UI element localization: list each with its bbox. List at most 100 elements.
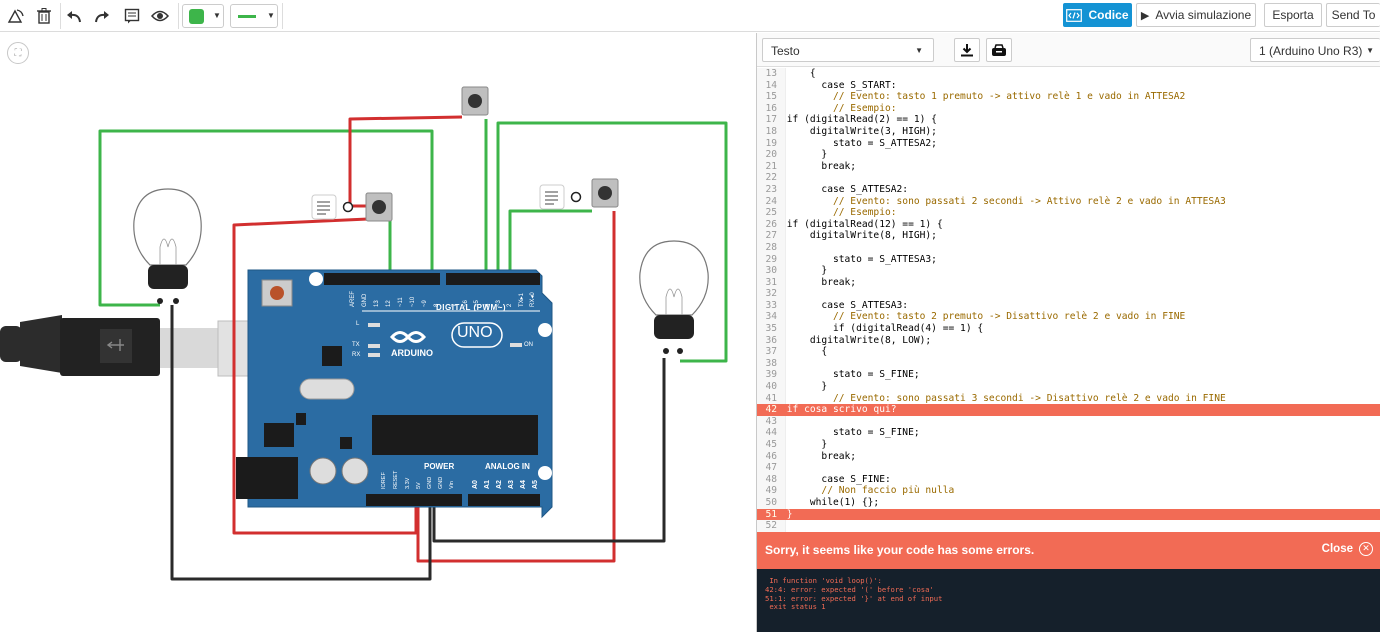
export-button[interactable]: Esporta	[1264, 3, 1322, 27]
top-toolbar: ▼ ▼ Codice ▶ Avvia simulazione Esporta S…	[0, 0, 1380, 32]
code-line[interactable]: 23 case S_ATTESA2:	[757, 184, 1380, 196]
send-to-button[interactable]: Send To	[1326, 3, 1380, 27]
arduino-uno-board[interactable]	[236, 269, 553, 519]
pin-label: ~3	[496, 300, 502, 307]
code-text: }	[781, 149, 828, 161]
rotate-icon[interactable]	[4, 4, 28, 28]
code-text	[781, 520, 787, 531]
wire-type-picker[interactable]: ▼	[230, 4, 278, 28]
code-line[interactable]: 31 break;	[757, 277, 1380, 289]
line-number: 13	[765, 68, 777, 79]
code-line[interactable]: 37 {	[757, 346, 1380, 358]
redo-icon[interactable]	[90, 4, 114, 28]
code-line[interactable]: 15 // Evento: tasto 1 premuto -> attivo …	[757, 91, 1380, 103]
line-number: 49	[765, 485, 777, 497]
board-led-on: ON	[524, 342, 533, 348]
code-line[interactable]: 39 stato = S_FINE;	[757, 369, 1380, 381]
code-line[interactable]: 43	[757, 416, 1380, 428]
code-line-error[interactable]: 51 }	[757, 508, 1380, 521]
editor-mode-value: Testo	[771, 44, 800, 58]
code-text	[781, 242, 787, 253]
wire-color-picker[interactable]: ▼	[182, 4, 224, 28]
code-line[interactable]: 36 digitalWrite(8, LOW);	[757, 335, 1380, 347]
line-number: 18	[765, 125, 777, 137]
code-line[interactable]: 48 case S_FINE:	[757, 474, 1380, 486]
code-line[interactable]: 24 // Evento: sono passati 2 secondi -> …	[757, 196, 1380, 208]
line-number: 52	[765, 520, 777, 532]
start-simulation-button[interactable]: ▶ Avvia simulazione	[1136, 3, 1256, 27]
chevron-down-icon: ▼	[1366, 46, 1374, 55]
line-number: 47	[765, 462, 777, 474]
code-line[interactable]: 34 // Evento: tasto 2 premuto -> Disatti…	[757, 311, 1380, 323]
code-line[interactable]: 21 break;	[757, 161, 1380, 173]
light-bulb-left[interactable]	[133, 188, 202, 304]
light-bulb-right[interactable]	[639, 240, 709, 354]
delete-icon[interactable]	[32, 4, 56, 28]
code-line[interactable]: 20 }	[757, 149, 1380, 161]
visibility-icon[interactable]	[148, 4, 172, 28]
code-line[interactable]: 35 if (digitalRead(4) == 1) {	[757, 323, 1380, 335]
line-number: 26	[765, 218, 777, 230]
code-line[interactable]: 38	[757, 358, 1380, 370]
code-line[interactable]: 18 digitalWrite(3, HIGH);	[757, 126, 1380, 138]
code-line[interactable]: 16 // Esempio:	[757, 103, 1380, 115]
code-line[interactable]: 26 if (digitalRead(12) == 1) {	[757, 219, 1380, 231]
line-number: 30	[765, 265, 777, 277]
code-line[interactable]: 45 }	[757, 439, 1380, 451]
code-line[interactable]: 19 stato = S_ATTESA2;	[757, 138, 1380, 150]
push-button-2[interactable]	[365, 192, 393, 222]
error-close-button[interactable]: Close ✕	[1322, 542, 1373, 556]
code-line[interactable]: 33 case S_ATTESA3:	[757, 300, 1380, 312]
chevron-down-icon: ▼	[267, 11, 275, 20]
code-line[interactable]: 50 while(1) {};	[757, 497, 1380, 509]
code-line[interactable]: 27 digitalWrite(8, HIGH);	[757, 230, 1380, 242]
code-line[interactable]: 41 // Evento: sono passati 3 secondi -> …	[757, 393, 1380, 405]
code-text: case S_ATTESA2:	[781, 183, 909, 195]
code-line[interactable]: 22	[757, 172, 1380, 184]
notes-icon[interactable]	[120, 4, 144, 28]
push-button-3[interactable]	[591, 178, 619, 208]
code-line[interactable]: 47	[757, 462, 1380, 474]
code-editor[interactable]: 13 {14 case S_START:15 // Evento: tasto …	[757, 68, 1380, 532]
notes-icon[interactable]	[539, 184, 582, 210]
editor-mode-select[interactable]: Testo ▼	[762, 38, 934, 62]
code-line[interactable]: 17 if (digitalRead(2) == 1) {	[757, 114, 1380, 126]
undo-icon[interactable]	[62, 4, 86, 28]
pin-label: A4	[520, 480, 527, 489]
code-line[interactable]: 13 {	[757, 68, 1380, 80]
code-button[interactable]: Codice	[1063, 3, 1132, 27]
pin-label: 3.3V	[405, 477, 411, 489]
code-text: if cosa scrivo qui?	[781, 404, 897, 416]
push-button-1[interactable]	[461, 86, 489, 116]
code-line[interactable]: 44 stato = S_FINE;	[757, 427, 1380, 439]
code-line[interactable]: 32	[757, 288, 1380, 300]
code-line[interactable]: 40 }	[757, 381, 1380, 393]
code-line[interactable]: 28	[757, 242, 1380, 254]
notes-icon[interactable]	[311, 194, 354, 220]
zoom-to-fit-icon[interactable]: ⛶	[7, 42, 29, 64]
board-select[interactable]: 1 (Arduino Uno R3) ▼	[1250, 38, 1380, 62]
wire-color-swatch	[189, 9, 204, 24]
circuit-canvas[interactable]: ⛶	[0, 33, 756, 632]
code-text	[781, 462, 787, 473]
code-line[interactable]: 14 case S_START:	[757, 80, 1380, 92]
pin-label: ~5	[474, 300, 480, 307]
line-number: 37	[765, 346, 777, 358]
code-line[interactable]: 52	[757, 520, 1380, 532]
library-icon[interactable]	[986, 38, 1012, 62]
line-number: 17	[765, 114, 777, 126]
code-line[interactable]: 49 // Non faccio più nulla	[757, 485, 1380, 497]
code-text: // Non faccio più nulla	[781, 485, 955, 497]
pin-label: ~10	[410, 296, 416, 307]
code-text	[781, 172, 787, 183]
send-to-label: Send To	[1331, 8, 1376, 22]
line-number: 16	[765, 102, 777, 114]
code-text: if (digitalRead(4) == 1) {	[781, 323, 984, 335]
code-line-error[interactable]: 42 if cosa scrivo qui?	[757, 404, 1380, 416]
line-number: 41	[765, 392, 777, 404]
code-line[interactable]: 25 // Esempio:	[757, 207, 1380, 219]
code-line[interactable]: 29 stato = S_ATTESA3;	[757, 254, 1380, 266]
code-line[interactable]: 46 break;	[757, 451, 1380, 463]
code-line[interactable]: 30 }	[757, 265, 1380, 277]
download-icon[interactable]	[954, 38, 980, 62]
